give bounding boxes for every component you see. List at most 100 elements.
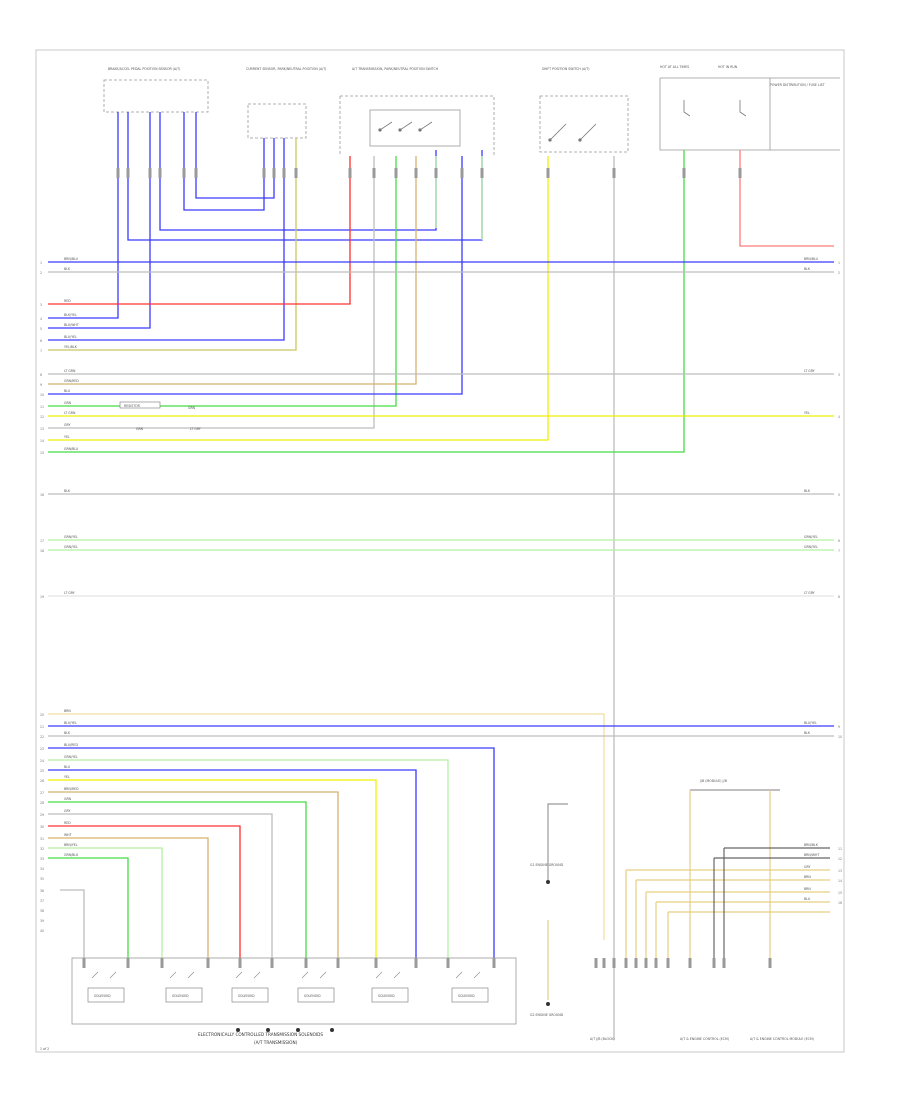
left-wire-label: RED [64,821,71,825]
connector-pin [262,168,266,178]
solenoid-unit: SOLENOID [297,971,335,1003]
solenoid-label: SOLENOID [94,994,111,998]
left-pin-number: 31 [40,837,44,841]
connector-pin [644,958,648,968]
diagram-subtitle: (A/T TRANSMISSION) [254,1040,298,1045]
bottom-labels: ELECTRONICALLY CONTROLLED TRANSMISSION S… [40,779,814,1051]
solenoid-unit: SOLENOID [231,971,269,1003]
left-wire-label: BLK [64,731,71,735]
left-wire-label: BLK [64,267,71,271]
right-pin-number: 7 [838,549,840,553]
connector-pin [666,958,670,968]
left-wire-label: WHT [64,833,72,837]
left-wire-label: GRN [64,401,72,405]
left-wire-label: GRY [64,423,70,427]
left-pin-number: 36 [40,889,44,893]
right-pin-number: 3 [838,373,840,377]
diagram-border [35,49,845,1053]
connector-pin [712,958,716,968]
connector-pin [238,958,242,968]
solenoid-coil [87,987,125,1003]
left-pin-number: 22 [40,735,44,739]
right-pin-number: 12 [838,857,842,861]
left-pin-number: 10 [40,393,44,397]
right-pin-number: 10 [838,735,842,739]
left-pin-number: 37 [40,899,44,903]
left-wire-label: GRN/BLK [64,853,79,857]
component-label-1: BRAKE/ACCEL PEDAL POSITION SENSOR (A/T) [108,67,180,71]
left-wire-label: LT GRN [64,411,76,415]
left-wire-label: LT GRN [64,369,76,373]
connector-pin [348,168,352,178]
ground-symbols [236,880,550,1032]
left-pin-number: 25 [40,769,44,773]
component-label-3: A/T TRANSMISSION, PARK/NEUTRAL POSITION … [352,67,439,71]
left-pin-number: 11 [40,405,44,409]
connector-pin [394,168,398,178]
right-pin-number: 15 [838,891,842,895]
left-pin-number: 27 [40,791,44,795]
jb-label: A/T J/B (BLOCK) [590,1037,615,1041]
side-list-label: POWER DISTRIBUTION / FUSE LIST [770,83,825,87]
left-pin-number: 5 [40,327,42,331]
connector-pin [624,958,628,968]
connector-pin [612,958,616,968]
solenoid-coil [297,987,335,1003]
diagram-title: ELECTRONICALLY CONTROLLED TRANSMISSION S… [198,1032,323,1037]
left-wire-label: GRN/BLU [64,447,79,451]
connector-pin [460,168,464,178]
page-ref: 1 of 2 [40,1047,49,1051]
left-wire-label: GRN/RED [64,379,79,383]
connector-pin [634,958,638,968]
right-wire-label: BLU/YEL [804,721,817,725]
component-label-4: SHIFT POSITION SWITCH (A/T) [542,67,590,71]
ecu-label-1: A/T & ENGINE CONTROL (ECM) [680,1037,729,1041]
right-wire-label: BRN/WHT [804,853,819,857]
left-wire-label: GRN/YEL [64,755,78,759]
left-pin-number: 15 [40,451,44,455]
connector-pin [82,958,86,968]
component-label-5: HOT AT ALL TIMES [660,65,689,69]
left-pin-number: 40 [40,929,44,933]
solenoid-coil [371,987,409,1003]
right-wire-label: BRN [804,875,811,879]
connector-pin [206,958,210,968]
solenoid-lead [375,971,401,979]
connector-pin [546,168,550,178]
left-wire-label: YEL/BLK [64,345,78,349]
left-wire-label: BLU [64,765,71,769]
solenoid-coil [165,987,203,1003]
right-wire-label: BRN/BLK [804,843,819,847]
left-wire-label: BRN/BLU [64,257,79,261]
solenoid-lead [301,971,327,979]
solenoid-lead [235,971,261,979]
left-pin-number: 12 [40,415,44,419]
left-pin-number: 2 [40,271,42,275]
inline-label-4: LT GRY [190,427,201,431]
solenoid-unit: SOLENOID [371,971,409,1003]
left-wire-label: BLU [64,389,71,393]
solenoid-lead [91,971,117,979]
solenoid-label: SOLENOID [458,994,475,998]
connector-pin [414,168,418,178]
left-pin-number: 26 [40,779,44,783]
solenoid-unit: SOLENOID [451,971,489,1003]
connector-pin [654,958,658,968]
right-pin-number: 14 [838,879,842,883]
left-wire-label: BRN/YEL [64,843,78,847]
right-pin-number: 13 [838,869,842,873]
left-pin-number: 6 [40,339,42,343]
component-housings [103,77,840,156]
left-pin-number: 1 [40,261,42,265]
left-wire-labels: BRN/BLUBLKREDBLK/YELBLU/WHTBLU/YELYEL/BL… [64,257,79,857]
left-pin-number: 21 [40,725,44,729]
solenoid-coil [231,987,269,1003]
solenoid-label: SOLENOID [378,994,395,998]
left-wire-label: GRY [64,809,70,813]
solenoid-label: SOLENOID [304,994,321,998]
right-wire-label: LT GRY [804,369,815,373]
left-pin-number: 20 [40,713,44,717]
connector-pin [768,958,772,968]
